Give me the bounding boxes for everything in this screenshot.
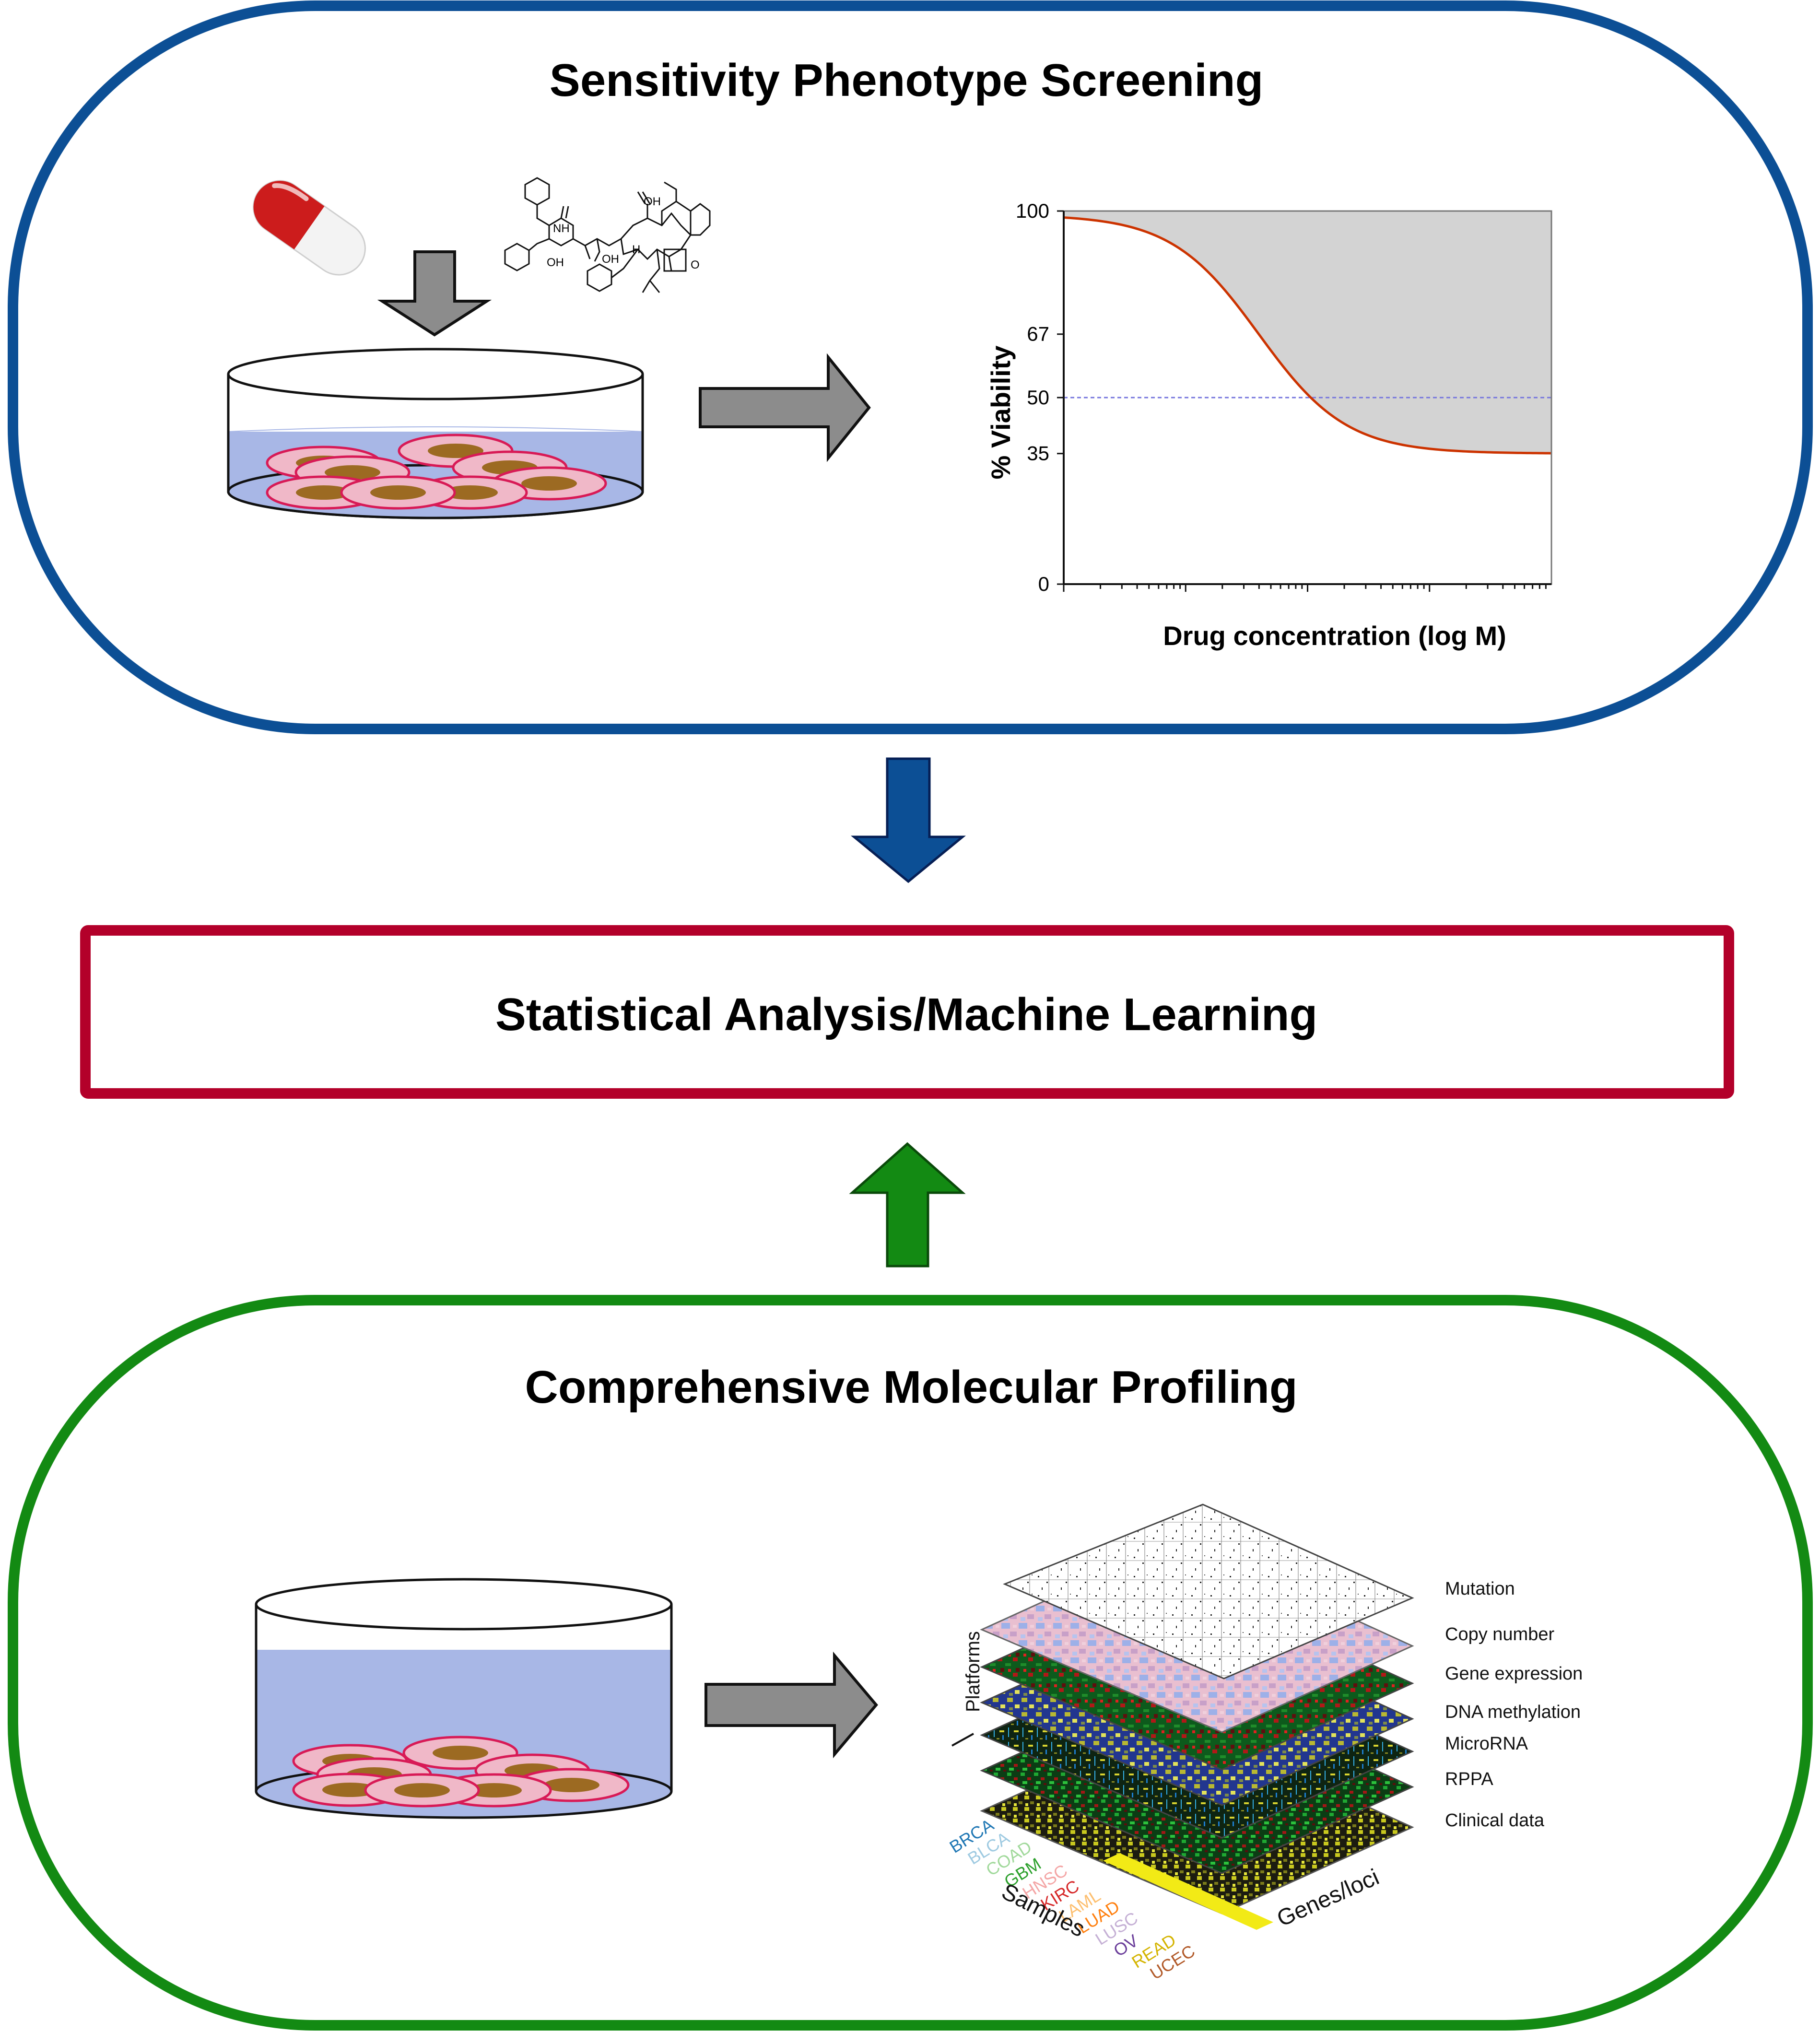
platforms-label: Platforms xyxy=(963,1631,984,1712)
layer-label: Copy number xyxy=(1445,1624,1554,1644)
chart-y-tick-label: 50 xyxy=(1027,386,1049,409)
chart-dose-response-curve xyxy=(1063,216,1552,455)
down-arrow xyxy=(851,757,966,883)
cell-cluster-bottom xyxy=(292,1736,630,1808)
bottom-panel-title: Comprehensive Molecular Profiling xyxy=(525,1362,1298,1413)
to-chart-arrow xyxy=(699,353,871,462)
top-panel-title: Sensitivity Phenotype Screening xyxy=(550,55,1263,106)
clinical-yellow-band xyxy=(1103,1853,1273,1930)
petri-dish-treated xyxy=(227,348,644,519)
layer-label: Gene expression xyxy=(1445,1664,1583,1684)
chemical-structure-icon xyxy=(504,177,711,293)
chart-shaded-area xyxy=(1064,211,1551,454)
top-panel-border xyxy=(8,0,1813,734)
chem-label-h: H xyxy=(632,243,640,256)
layer-mutation xyxy=(1003,1503,1414,1680)
top-panel: Sensitivity Phenotype Screening xyxy=(8,0,1813,734)
cell-cluster-top xyxy=(266,434,607,510)
platforms-bracket xyxy=(951,1733,974,1747)
analysis-box-title: Statistical Analysis/Machine Learning xyxy=(495,989,1317,1040)
analysis-box-border xyxy=(80,925,1734,1099)
add-drug-arrow xyxy=(377,250,492,337)
chart-y-tick-label: 0 xyxy=(1038,573,1049,595)
bottom-panel: Comprehensive Molecular Profiling xyxy=(8,1295,1813,2031)
up-arrow xyxy=(849,1142,966,1268)
chem-label-oh-top: OH xyxy=(644,195,661,208)
cell xyxy=(340,475,456,510)
layer-label: Mutation xyxy=(1445,1579,1515,1599)
chemical-structure-labels: NH OH OH OH H O xyxy=(547,195,700,271)
layer-label: RPPA xyxy=(1445,1769,1493,1789)
bottom-panel-border xyxy=(8,1295,1813,2031)
chart-y-tick-label: 35 xyxy=(1027,442,1049,465)
pill-capsule-icon xyxy=(253,180,366,276)
petri-dish-profiled xyxy=(255,1578,673,1819)
omics-layers-stack xyxy=(951,1503,1414,1930)
chem-label-oh-bottom: OH xyxy=(602,253,619,266)
dose-response-chart: 100 67 50 35 0 % Viability Drug concentratio… xyxy=(986,200,1552,651)
analysis-box: Statistical Analysis/Machine Learning xyxy=(80,925,1734,1099)
chem-label-oh-left: OH xyxy=(547,256,564,269)
chart-x-axis-label: Drug concentration (log M) xyxy=(1163,621,1506,651)
chart-y-tick-label: 100 xyxy=(1016,200,1049,222)
cell xyxy=(364,1773,480,1808)
layer-label: MicroRNA xyxy=(1445,1734,1528,1754)
layer-label: DNA methylation xyxy=(1445,1702,1581,1722)
to-profiles-arrow xyxy=(705,1651,878,1759)
chart-y-tick-label: 67 xyxy=(1027,323,1049,345)
chart-y-axis-label: % Viability xyxy=(986,345,1016,479)
chem-label-o-ring: O xyxy=(691,258,700,271)
chem-label-nh: NH xyxy=(553,222,570,235)
layer-label: Clinical data xyxy=(1445,1810,1545,1831)
